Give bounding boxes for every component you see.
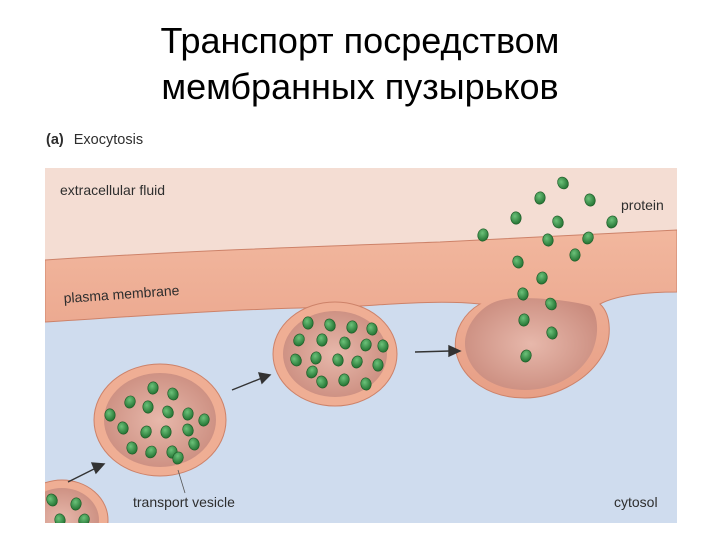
- protein-molecule: [161, 426, 172, 439]
- protein-molecule: [104, 409, 115, 422]
- panel-title: Exocytosis: [74, 132, 143, 148]
- protein-label: protein: [621, 197, 664, 213]
- transport-vesicle-label: transport vesicle: [133, 494, 235, 510]
- cytosol-label: cytosol: [614, 494, 658, 510]
- panel-letter: (a): [46, 132, 64, 148]
- extracellular-fluid-label: extracellular fluid: [60, 182, 165, 198]
- protein-molecule: [511, 212, 522, 225]
- transport-vesicle-upper: [273, 302, 397, 406]
- protein-molecule: [303, 317, 314, 330]
- diagram-panel: extracellular fluid protein plasma membr…: [16, 168, 677, 540]
- protein-molecule: [569, 249, 580, 262]
- protein-molecule: [373, 359, 383, 371]
- panel-heading: (a) Exocytosis: [46, 132, 143, 148]
